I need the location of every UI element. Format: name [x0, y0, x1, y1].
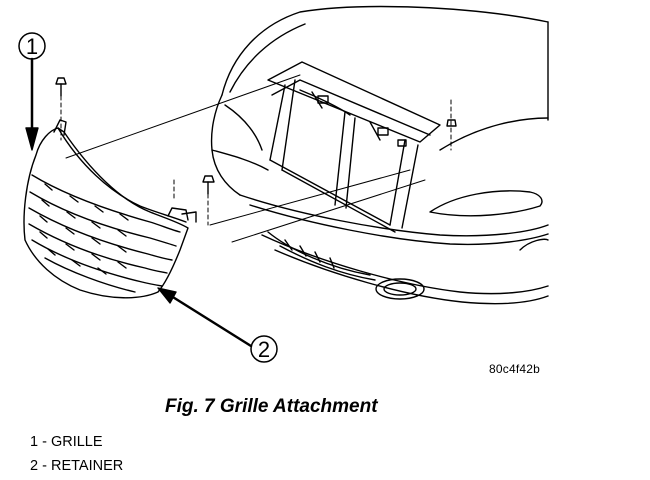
legend-item-retainer: 2 - RETAINER — [30, 454, 123, 478]
legend-label: GRILLE — [50, 434, 103, 450]
legend-separator: - — [38, 434, 51, 450]
callout-2-number: 2 — [258, 337, 270, 362]
legend: 1 - GRILLE 2 - RETAINER — [30, 430, 123, 478]
callout-1-number: 1 — [26, 34, 38, 59]
legend-separator: - — [38, 458, 51, 474]
legend-label: RETAINER — [50, 458, 124, 474]
grille-attachment-illustration: 1 2 — [18, 5, 549, 363]
figure-caption: Fig. 7 Grille Attachment — [165, 396, 378, 417]
fasteners — [55, 77, 457, 195]
vehicle-front-end — [210, 5, 549, 305]
grille-part — [23, 119, 197, 299]
callout-1: 1 — [18, 32, 46, 151]
figure-code: 80c4f42b — [489, 362, 540, 376]
guide-lines — [65, 74, 426, 243]
legend-number: 2 — [30, 458, 39, 474]
legend-item-grille: 1 - GRILLE — [30, 430, 123, 454]
alignment-lines — [60, 95, 452, 226]
legend-number: 1 — [30, 434, 39, 450]
callout-2: 2 — [157, 287, 278, 363]
